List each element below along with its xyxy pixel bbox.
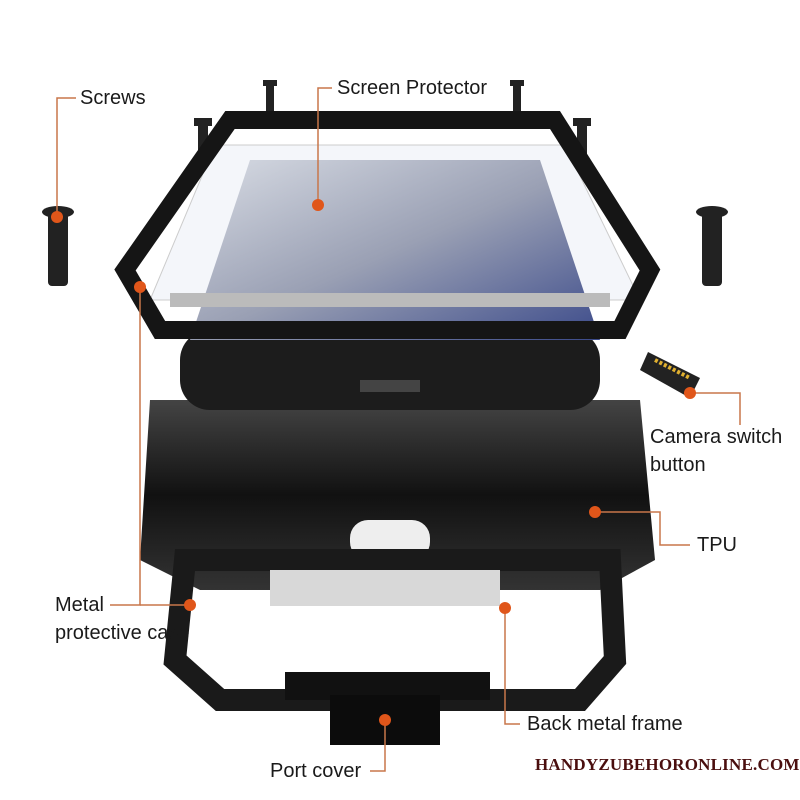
label-port-cover: Port cover	[270, 760, 362, 782]
camera-switch-button	[640, 352, 700, 398]
label-camera-switch-1: Camera switch	[650, 426, 783, 448]
metal-protective-case	[114, 111, 661, 339]
callout-dots	[51, 199, 696, 726]
label-metal-case-2: protective case	[55, 622, 190, 644]
back-metal-frame	[163, 549, 627, 711]
label-back-metal-frame: Back metal frame	[527, 713, 683, 735]
label-tpu: TPU	[697, 534, 737, 556]
label-camera-switch-2: button	[650, 454, 706, 476]
leader-lines	[56, 87, 741, 772]
label-screws: Screws	[80, 87, 146, 109]
phone	[180, 330, 600, 410]
watermark: HANDYZUBEHORONLINE.COM	[535, 755, 800, 774]
label-screen-protector: Screen Protector	[337, 77, 488, 99]
screen-protector	[149, 144, 641, 340]
label-metal-case-1: Metal	[55, 594, 104, 616]
